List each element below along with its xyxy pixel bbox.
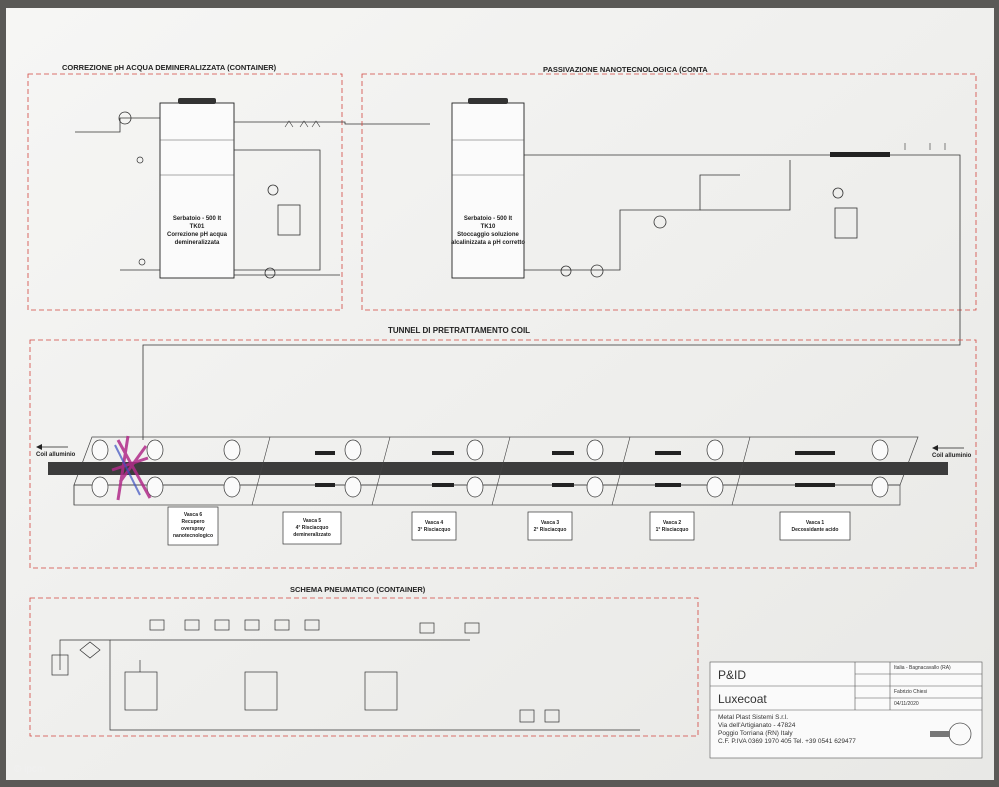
vasca-5: Vasca 5 4° Risciacquo demineralizzato: [282, 511, 342, 545]
company-tax: C.F. P.IVA 0369 1970 405 Tel. +39 0541 6…: [718, 738, 856, 745]
tank-tk01: [159, 102, 235, 279]
vasca-2: Vasca 2 1° Risciacquo: [649, 511, 695, 541]
title-block: P&ID Luxecoat Italia - Bagnacavallo (RA)…: [712, 663, 982, 758]
svg-text:TK10: TK10: [481, 224, 496, 230]
svg-text:1° Risciacquo: 1° Risciacquo: [656, 527, 689, 533]
meta-author: Fabrizio Chiesi: [894, 689, 928, 695]
company-name: Metal Plast Sistemi S.r.l.: [718, 714, 789, 721]
company-logo-mark: [930, 731, 950, 737]
section-tunnel: TUNNEL DI PRETRATTAMENTO COIL: [29, 326, 977, 569]
marker-scribble: [111, 435, 152, 501]
svg-text:Vasca 6: Vasca 6: [184, 512, 203, 518]
svg-text:Correzione pH acqua: Correzione pH acqua: [167, 232, 228, 238]
svg-text:Vasca 5: Vasca 5: [303, 518, 322, 524]
section-title-tunnel: TUNNEL DI PRETRATTAMENTO COIL: [388, 326, 530, 335]
company-city: Poggio Torriana (RN) Italy: [718, 730, 793, 737]
vasca-6: Vasca 6 Recupero overspray nanotecnologi…: [167, 506, 219, 546]
coil-label-right: Coil alluminio: [932, 453, 972, 459]
svg-text:Serbatoio - 500 lt: Serbatoio - 500 lt: [173, 216, 221, 222]
section-title-pneumatic: SCHEMA PNEUMATICO (CONTAINER): [290, 585, 426, 594]
aluminium-coil-strip: [48, 462, 948, 475]
svg-text:4° Risciacquo: 4° Risciacquo: [296, 525, 329, 531]
company-street: Via dell'Artigianato - 47824: [718, 722, 796, 729]
vasca-1: Vasca 1 Decossidante acido: [779, 511, 851, 541]
svg-text:Serbatoio - 500 lt: Serbatoio - 500 lt: [464, 216, 512, 222]
svg-text:nanotecnologico: nanotecnologico: [173, 533, 213, 539]
svg-text:TK01: TK01: [190, 224, 205, 230]
svg-text:overspray: overspray: [181, 526, 205, 532]
meta-location: Italia - Bagnacavallo (RA): [894, 665, 951, 671]
svg-text:Vasca 4: Vasca 4: [425, 520, 444, 526]
vasca-3: Vasca 3 2° Risciacquo: [527, 511, 573, 541]
vasca-4: Vasca 4 3° Risciacquo: [411, 511, 457, 541]
doc-type: P&ID: [718, 668, 747, 682]
section-ph-correction: CORREZIONE pH ACQUA DEMINERALIZZATA (CON…: [27, 63, 430, 311]
svg-text:alcalinizzata a pH corretto: alcalinizzata a pH corretto: [451, 240, 525, 246]
svg-text:Vasca 3: Vasca 3: [541, 520, 560, 526]
meta-date: 04/11/2020: [894, 701, 919, 707]
section-title-passivation: PASSIVAZIONE NANOTECNOLOGICA (CONTA: [543, 65, 708, 74]
project-name: Luxecoat: [718, 692, 767, 706]
svg-text:Decossidante acido: Decossidante acido: [792, 527, 839, 533]
svg-text:demineralizzato: demineralizzato: [293, 532, 331, 538]
photo-credit: © ipcm: [14, 764, 46, 775]
svg-text:2° Risciacquo: 2° Risciacquo: [534, 527, 567, 533]
svg-text:Recupero: Recupero: [181, 519, 204, 525]
svg-text:Vasca 2: Vasca 2: [663, 520, 682, 526]
section-title-ph: CORREZIONE pH ACQUA DEMINERALIZZATA (CON…: [62, 63, 277, 72]
svg-text:Stoccaggio soluzione: Stoccaggio soluzione: [457, 232, 519, 238]
tank-tk10: [451, 102, 525, 279]
section-passivation: PASSIVAZIONE NANOTECNOLOGICA (CONTA Serb…: [142, 65, 977, 440]
section-pneumatic: SCHEMA PNEUMATICO (CONTAINER): [29, 585, 699, 737]
svg-text:3° Risciacquo: 3° Risciacquo: [418, 527, 451, 533]
svg-text:Vasca 1: Vasca 1: [806, 520, 825, 526]
svg-text:demineralizzata: demineralizzata: [175, 240, 220, 246]
title-block-frame: [709, 661, 983, 759]
coil-label-left: Coil alluminio: [36, 452, 76, 458]
